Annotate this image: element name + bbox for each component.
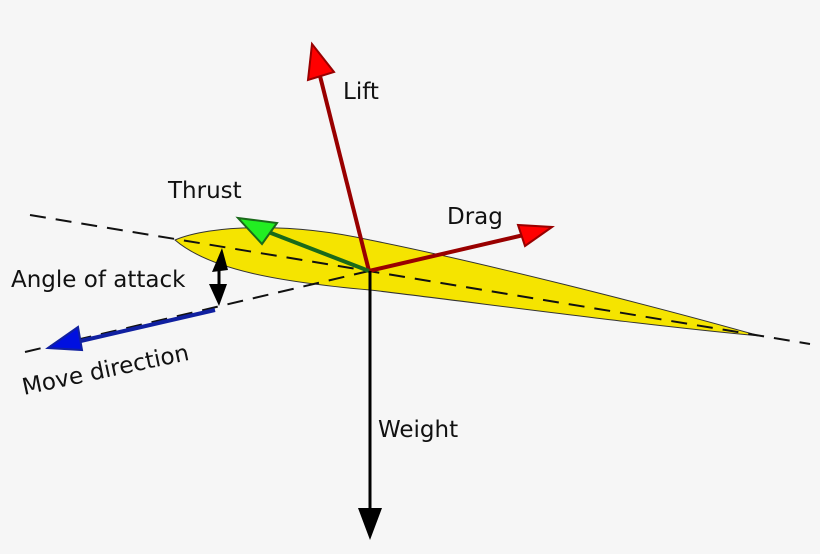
lift-label: Lift (343, 79, 379, 105)
angle-arrowhead-down (209, 284, 227, 306)
drag-arrowhead (516, 223, 555, 248)
move-direction-arrowhead (45, 325, 84, 352)
angle-of-attack-label: Angle of attack (11, 267, 186, 293)
lift-arrow (316, 67, 371, 272)
lift-arrowhead (306, 41, 336, 82)
move-direction-label: Move direction (20, 340, 191, 401)
thrust-arrow (257, 226, 370, 273)
drag-arrow (368, 232, 529, 273)
thrust-arrowhead (235, 216, 279, 246)
angle-arrowhead-up (212, 248, 228, 272)
move-direction-line (24, 270, 370, 353)
chord-line (29, 214, 811, 345)
move-direction-arrow (71, 308, 216, 345)
thrust-label: Thrust (167, 178, 242, 204)
weight-label: Weight (378, 417, 458, 443)
weight-arrowhead (358, 508, 382, 540)
drag-label: Drag (447, 204, 503, 230)
